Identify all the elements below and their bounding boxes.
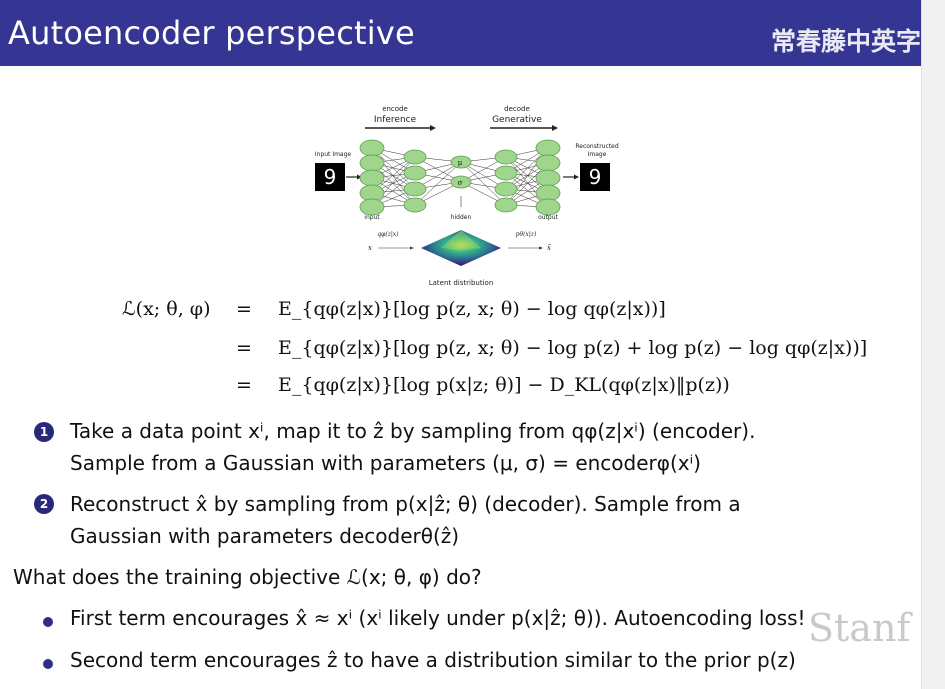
- input-arrowhead: [357, 174, 362, 180]
- equation-lhs: ℒ(x; θ, φ): [122, 298, 211, 320]
- equals-2: =: [236, 337, 252, 359]
- bullet-dot-1: [43, 617, 53, 627]
- step-number-1: 1: [34, 422, 54, 442]
- network-edge: [505, 162, 549, 206]
- vae-diagram: encode Inference decode Generative Input…: [315, 105, 619, 287]
- output-arrowhead: [574, 174, 579, 180]
- xhat-label: x̃: [547, 243, 551, 252]
- network-node: [494, 181, 518, 197]
- equation-line-3: E_{qφ(z|x)}[log p(x|z; θ)] − D_KL(qφ(z|x…: [278, 374, 730, 396]
- window-edge: [921, 0, 945, 689]
- network-edge: [371, 162, 416, 206]
- network-node: [359, 154, 385, 172]
- stanford-watermark: Stanf: [808, 606, 911, 650]
- step-2-line-2: Gaussian with parameters decoderθ(ẑ): [70, 524, 460, 548]
- network-edge: [460, 161, 507, 206]
- encoder-q-label: qφ(z|x): [377, 231, 399, 238]
- input-digit: 9: [324, 165, 337, 189]
- input-image-label: Input Image: [315, 151, 352, 158]
- latent-node: [450, 175, 472, 189]
- step-2-line-1: Reconstruct x̂ by sampling from p(x|ẑ; θ…: [70, 492, 741, 516]
- decoder-p-label: pθ(x|z): [516, 231, 537, 238]
- equation-line-1: E_{qφ(z|x)}[log p(z, x; θ) − log qφ(z|x)…: [278, 298, 666, 320]
- network-node: [535, 198, 561, 216]
- network-node: [535, 139, 561, 157]
- latent-distribution-label: Latent distribution: [429, 279, 494, 287]
- reconstructed-digit: 9: [589, 165, 602, 189]
- x-label: x: [368, 244, 372, 252]
- hidden-layer-label: hidden: [451, 214, 472, 221]
- decode-label: decode: [504, 105, 530, 113]
- reconstructed-image: [580, 163, 610, 191]
- network-node: [535, 169, 561, 187]
- step-1-line-2: Sample from a Gaussian with parameters (…: [70, 451, 701, 475]
- equation-line-2: E_{qφ(z|x)}[log p(z, x; θ) − log p(z) + …: [278, 337, 868, 359]
- decode-arrowhead: [552, 125, 558, 131]
- reconstructed-image-label: Image: [588, 151, 607, 158]
- step-number-2: 2: [34, 494, 54, 514]
- reconstructed-label: Reconstructed: [575, 143, 618, 150]
- network-node: [535, 154, 561, 172]
- network-node: [403, 181, 427, 197]
- channel-watermark: 常春藤中英字: [770, 27, 921, 56]
- input-image: [315, 163, 345, 191]
- network-node: [359, 169, 385, 187]
- bullet-second-term: Second term encourages ẑ to have a distr…: [70, 648, 796, 672]
- encode-label: encode: [382, 105, 408, 113]
- inference-label: Inference: [374, 115, 417, 125]
- generative-label: Generative: [492, 115, 542, 125]
- loss-function: ℒ(x; θ, φ): [122, 298, 211, 320]
- network-node: [494, 149, 518, 165]
- network-node: [494, 197, 518, 213]
- input-layer-label: input: [364, 214, 380, 221]
- network-node: [494, 165, 518, 181]
- bullet-first-term: First term encourages x̂ ≈ xⁱ (xⁱ likely…: [70, 606, 806, 630]
- network-edge: [414, 161, 462, 206]
- latent-peak: [441, 230, 481, 250]
- step-2: Reconstruct x̂ by sampling from p(x|ẑ; θ…: [70, 488, 890, 552]
- output-layer-label: output: [538, 214, 558, 221]
- bullet-dot-2: [43, 659, 53, 669]
- network-node: [403, 197, 427, 213]
- network-node: [359, 139, 385, 157]
- equals-1: =: [236, 298, 252, 320]
- slide: Autoencoder perspective 常春藤中英字 encode In…: [0, 0, 921, 672]
- training-objective-question: What does the training objective ℒ(x; θ,…: [13, 565, 482, 589]
- slide-title: Autoencoder perspective: [8, 14, 415, 52]
- mu-label: μ: [458, 159, 463, 167]
- step-1: Take a data point xⁱ, map it to ẑ by sam…: [70, 415, 890, 479]
- x-arrowhead: [410, 246, 414, 250]
- xhat-arrowhead: [539, 246, 543, 250]
- title-bar: Autoencoder perspective 常春藤中英字: [0, 0, 921, 66]
- network-node: [403, 165, 427, 181]
- step-1-line-1: Take a data point xⁱ, map it to ẑ by sam…: [70, 419, 756, 443]
- latent-node: [450, 155, 472, 169]
- equals-3: =: [236, 374, 252, 396]
- sigma-label: σ: [458, 179, 463, 187]
- encode-arrowhead: [430, 125, 436, 131]
- network-node: [359, 198, 385, 216]
- network-nodes: [359, 139, 561, 216]
- network-node: [403, 149, 427, 165]
